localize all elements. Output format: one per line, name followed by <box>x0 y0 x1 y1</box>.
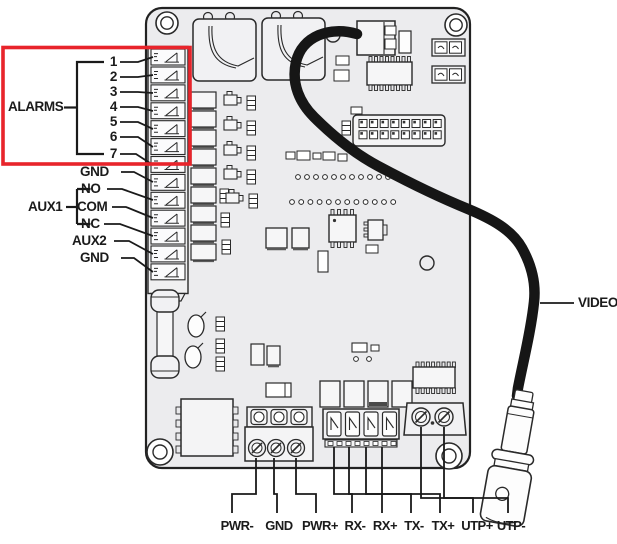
power-terminal-block <box>244 406 314 462</box>
terminal-label-rx-plus: RX+ <box>372 518 398 533</box>
terminal-label-tx-plus: TX+ <box>431 518 455 533</box>
label-gnd-bottom: GND <box>80 250 109 265</box>
terminal-label-utp-minus: UTP- <box>496 518 526 533</box>
terminal-label-tx-minus: TX- <box>404 518 424 533</box>
label-aux1-com: COM <box>77 199 108 214</box>
video-cable-connector <box>356 20 412 56</box>
alarm-terminal-strip <box>147 45 189 302</box>
relay-cover-left <box>192 11 257 82</box>
label-alarm-pin-6: 6 <box>109 129 118 144</box>
label-alarm-pin-4: 4 <box>109 99 118 114</box>
capacitors <box>184 311 292 398</box>
label-aux1: AUX1 <box>28 199 63 214</box>
label-aux1-no: NO <box>81 181 101 196</box>
ic-chip-top <box>333 55 413 91</box>
terminal-label-rx-minus: RX- <box>344 518 366 533</box>
label-video: VIDEO <box>578 295 617 310</box>
video-cable <box>289 26 540 402</box>
circuit-board <box>144 6 472 470</box>
alarms-bracket <box>64 60 104 156</box>
label-aux2: AUX2 <box>72 233 107 248</box>
label-alarm-pin-3: 3 <box>109 84 118 99</box>
label-alarms: ALARMS <box>8 99 64 114</box>
leader-lines-bottom <box>231 427 509 513</box>
terminal-label-pwr-plus: PWR+ <box>302 518 338 533</box>
terminal-label-gnd: GND <box>265 518 293 533</box>
alarm-highlight-box <box>1 45 192 166</box>
label-aux1-nc: NC <box>81 216 100 231</box>
label-gnd-top: GND <box>80 164 109 179</box>
aux1-bracket <box>66 187 91 226</box>
label-alarm-pin-7: 7 <box>109 146 118 161</box>
terminal-label-pwr-minus: PWR- <box>220 518 254 533</box>
pin-header-16 <box>341 106 446 147</box>
ic-chip-large <box>175 398 239 457</box>
terminal-label-utp-plus: UTP+ <box>461 518 493 533</box>
bnc-connector <box>479 389 535 528</box>
label-alarm-pin-5: 5 <box>109 114 118 129</box>
middle-components <box>265 209 388 362</box>
fuse <box>150 289 180 379</box>
leader-lines-left <box>104 56 154 273</box>
label-alarm-pin-2: 2 <box>109 69 118 84</box>
utp-terminal-block <box>403 361 467 436</box>
serial-terminal-block <box>319 380 413 448</box>
label-alarm-pin-1: 1 <box>109 54 118 69</box>
smd-row <box>285 150 348 162</box>
